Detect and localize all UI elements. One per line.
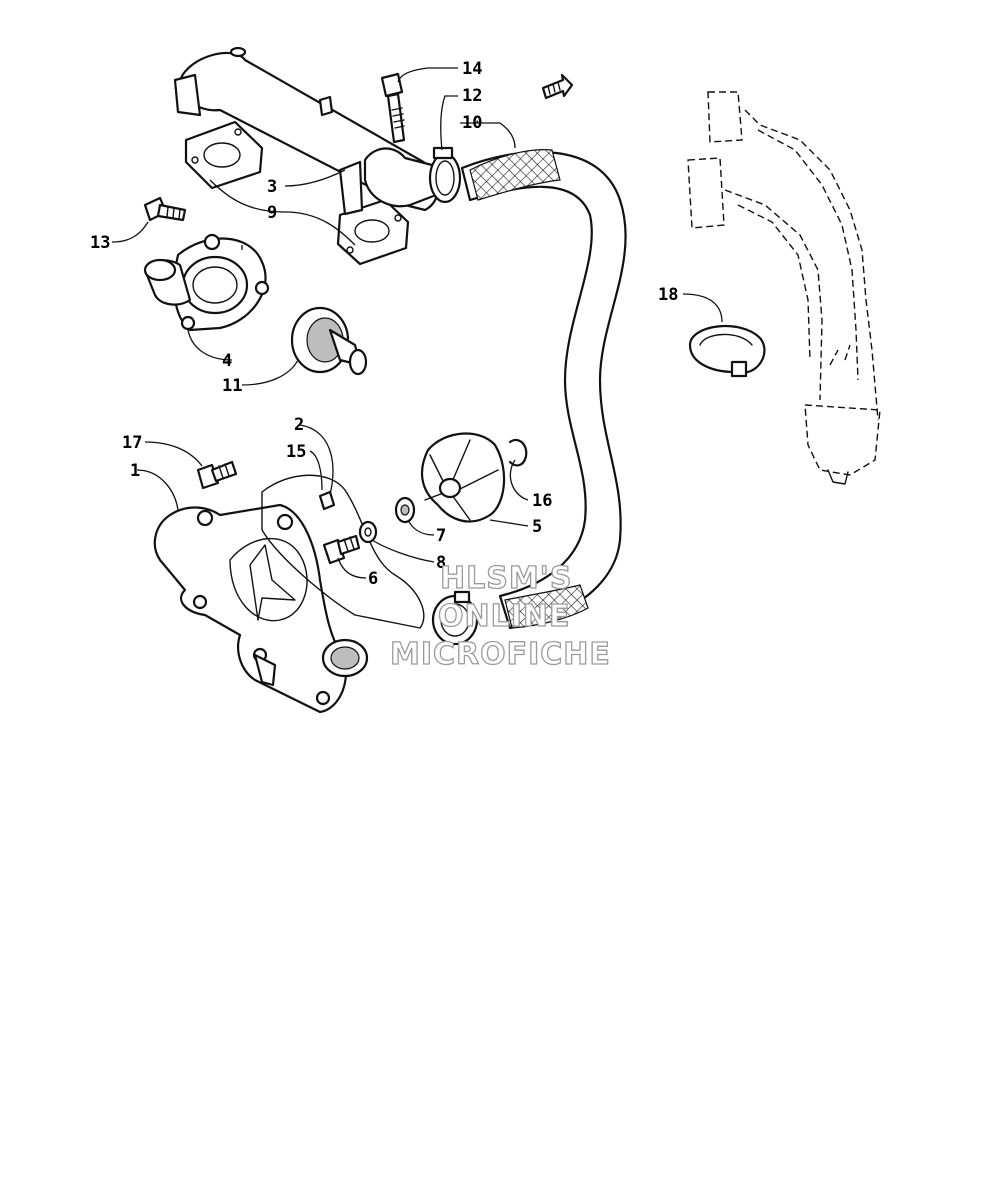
callout-10: 10 (462, 113, 482, 133)
callout-18: 18 (658, 285, 678, 305)
callout-15: 15 (286, 442, 306, 462)
coolant-hose (460, 149, 627, 630)
callout-6: 6 (368, 569, 378, 589)
watermark-line-3: MICROFICHE (390, 637, 611, 672)
callout-14: 14 (462, 59, 482, 79)
bolt-14 (380, 72, 406, 144)
callout-1: 1 (130, 461, 140, 481)
leader-lines (111, 67, 723, 579)
callout-11: 11 (222, 376, 242, 396)
callout-16: 16 (532, 491, 552, 511)
callout-2: 2 (294, 415, 304, 435)
water-pump-housing (153, 503, 369, 714)
callout-4: 4 (222, 351, 232, 371)
impeller (421, 432, 506, 523)
callout-5: 5 (532, 517, 542, 537)
callout-12: 12 (462, 86, 482, 106)
callout-8: 8 (436, 553, 446, 573)
callout-17: 17 (122, 433, 142, 453)
callout-9: 9 (267, 203, 277, 223)
hose-clamp-18 (688, 324, 766, 378)
watermark-line-1: HLSM'S (440, 561, 572, 596)
callout-13: 13 (90, 233, 110, 253)
hose-clamp-upper (428, 146, 462, 204)
hose-clamp-lower (431, 590, 479, 646)
callout-3: 3 (267, 177, 277, 197)
watermark: HLSM'S ONLINE MICROFICHE (389, 560, 611, 672)
thermostat-housing (143, 233, 270, 332)
dowel-pin (318, 490, 336, 511)
snap-ring (508, 438, 528, 467)
bolt-13 (143, 196, 187, 222)
watermark-line-2: ONLINE (438, 599, 571, 634)
callout-labels: 1 2 3 4 5 6 7 8 9 10 11 12 13 14 15 16 1… (90, 59, 678, 589)
callout-7: 7 (436, 526, 446, 546)
washer-7 (394, 496, 416, 524)
front-arrow-icon (541, 73, 574, 100)
phantom-assembly (687, 91, 881, 485)
washer-8 (358, 520, 378, 544)
gasket-outline (261, 474, 425, 629)
bolt-17 (196, 460, 238, 490)
bolt-6 (322, 534, 361, 565)
thermostat (290, 306, 368, 376)
